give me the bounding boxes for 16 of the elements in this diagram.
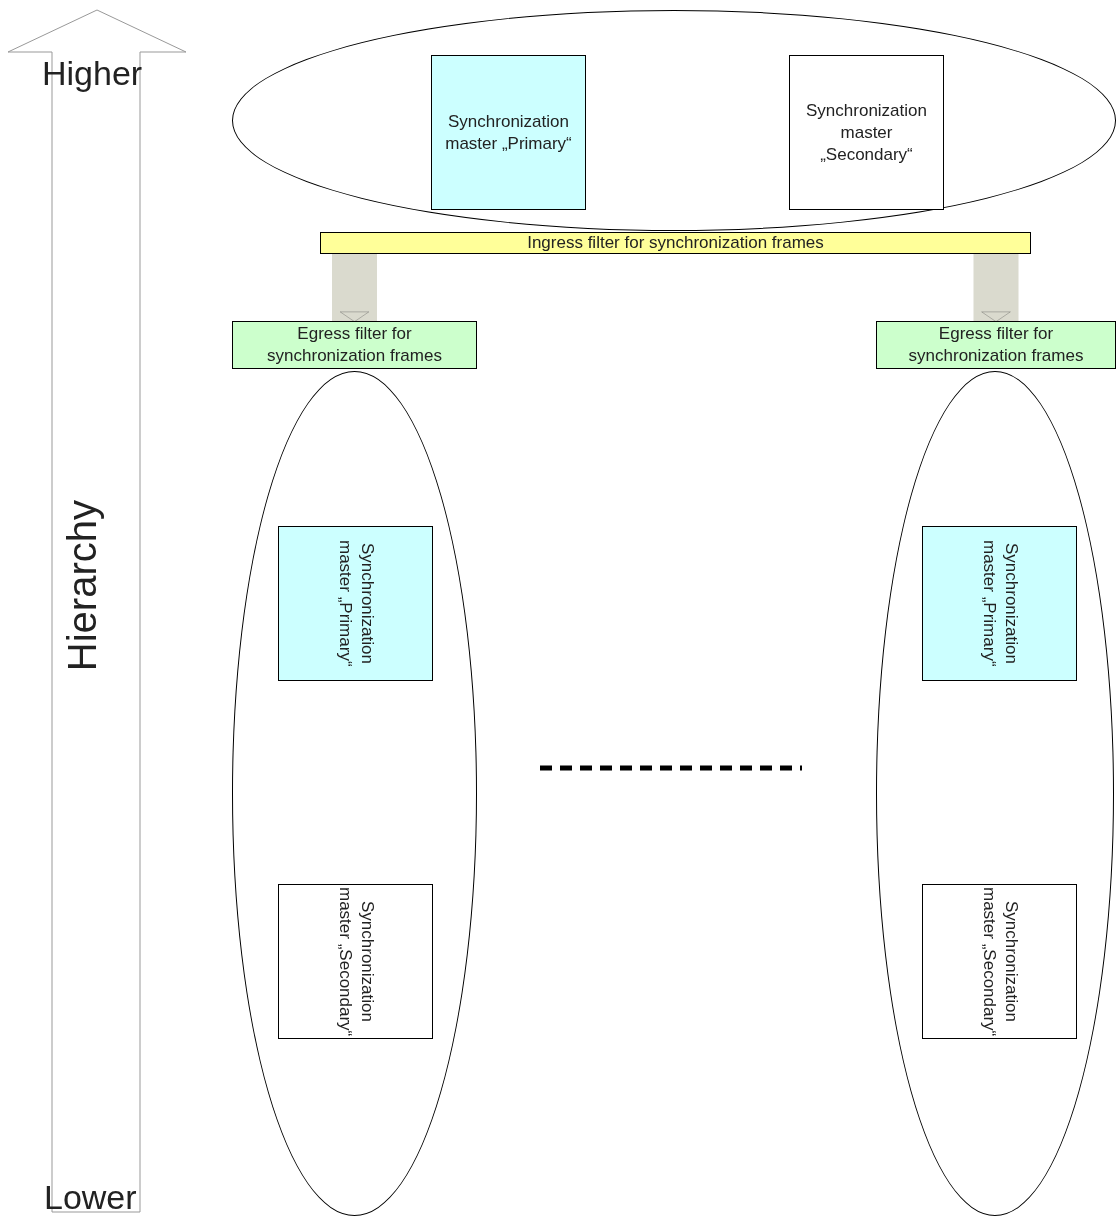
master-box: Synchronization master „Primary“ xyxy=(431,55,586,210)
axis-title: Hierarchy xyxy=(60,500,105,672)
filter-bar: Egress filter for synchronization frames xyxy=(232,321,477,369)
master-box: Synchronization master „Secondary“ xyxy=(922,884,1077,1039)
filter-bar: Ingress filter for synchronization frames xyxy=(320,232,1031,254)
master-box: Synchronization master „Primary“ xyxy=(922,526,1077,681)
filter-bar: Egress filter for synchronization frames xyxy=(876,321,1116,369)
group-ellipse xyxy=(232,371,477,1216)
master-box: Synchronization master „Secondary“ xyxy=(278,884,433,1039)
block-arrow xyxy=(332,254,377,322)
block-arrow xyxy=(973,254,1019,322)
group-ellipse xyxy=(232,10,1116,231)
master-box: Synchronization master „Primary“ xyxy=(278,526,433,681)
axis-end-label: Lower xyxy=(44,1178,137,1217)
master-box: Synchronization master „Secondary“ xyxy=(789,55,944,210)
axis-end-label: Higher xyxy=(42,54,143,93)
